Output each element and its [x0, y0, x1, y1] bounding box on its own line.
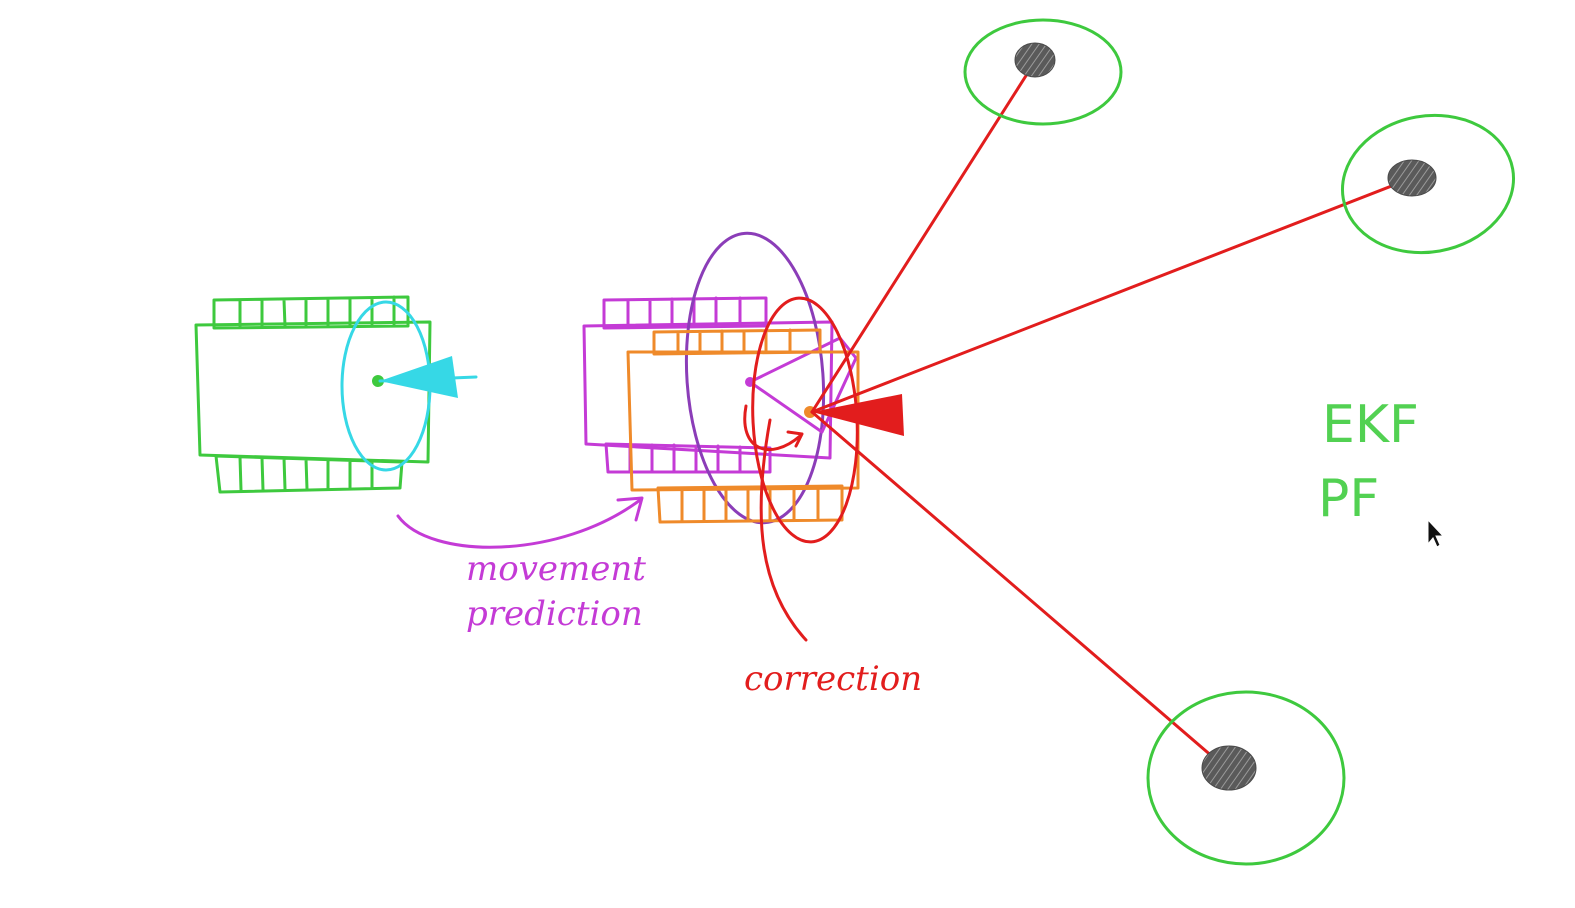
movement-prediction-arrowhead: [616, 496, 644, 522]
corrected-robot-top-track: [652, 328, 822, 356]
measurement-line-landmark-3: [810, 410, 1230, 772]
landmark-1-marker: [1014, 42, 1056, 78]
landmark-1-uncertainty: [963, 18, 1123, 126]
landmark-3: [1146, 690, 1346, 866]
landmark-1: [963, 18, 1123, 126]
landmark-2-marker: [1387, 159, 1437, 197]
correction-shift-arrow: [743, 404, 802, 452]
predicted-pose-ellipse: [684, 231, 826, 525]
initial-robot-body: [194, 320, 432, 464]
correction-group: correction: [743, 58, 1414, 772]
landmark-3-uncertainty: [1146, 690, 1346, 866]
corrected-robot-bottom-track: [656, 484, 844, 524]
initial-robot: [194, 295, 478, 494]
measurement-line-landmark-1: [810, 58, 1038, 414]
movement-prediction-arrow: [396, 498, 642, 549]
correction-shift-arrowhead: [786, 430, 804, 448]
predicted-robot: [582, 231, 858, 525]
corrected-robot: [626, 328, 860, 524]
movement-prediction-annotation: movement prediction: [396, 496, 646, 634]
landmark-2-uncertainty: [1340, 113, 1516, 255]
correction-label: correction: [744, 659, 922, 699]
predicted-robot-top-track: [602, 296, 768, 330]
landmark-2: [1340, 113, 1516, 255]
initial-heading-cone: [380, 356, 458, 398]
movement-prediction-label-line2: prediction: [466, 594, 643, 634]
landmark-3-marker: [1201, 745, 1257, 791]
initial-pose-point: [372, 375, 384, 387]
initial-heading-line: [378, 375, 478, 383]
filter-labels: EKF PF: [1318, 395, 1419, 529]
pf-label: PF: [1318, 469, 1379, 529]
movement-prediction-label: movement: [466, 549, 646, 589]
correction-pointer-line: [759, 418, 808, 642]
initial-robot-top-track: [212, 295, 410, 330]
measurement-line-landmark-2: [810, 176, 1414, 414]
corrected-heading-cone: [812, 394, 904, 436]
initial-robot-bottom-track: [214, 454, 404, 494]
mouse-pointer-icon: [1427, 518, 1445, 548]
predicted-robot-body: [582, 320, 834, 460]
ekf-label: EKF: [1322, 395, 1419, 455]
